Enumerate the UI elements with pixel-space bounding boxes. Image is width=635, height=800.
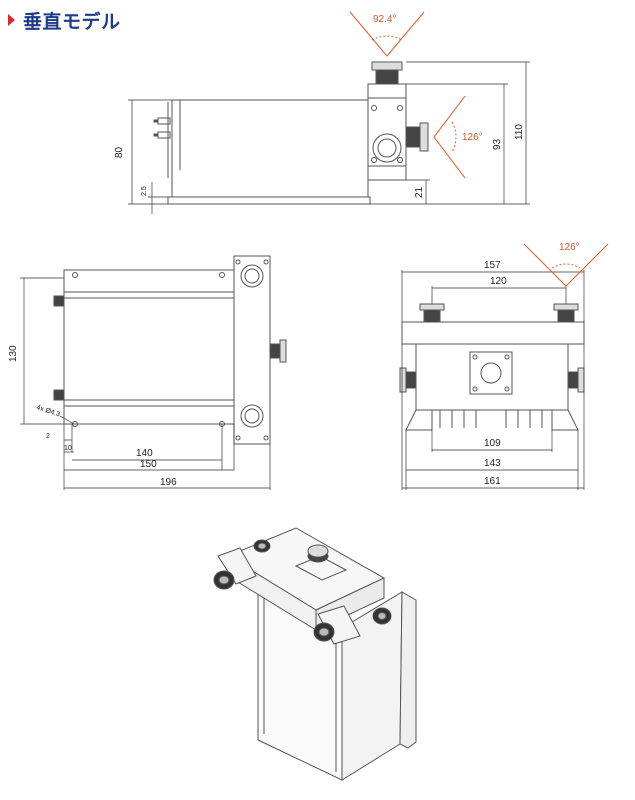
side-left-pin-1 — [153, 119, 159, 123]
plan-base-plate — [63, 269, 235, 425]
dim-143: 143 — [484, 458, 501, 469]
plan-port-top-inner — [244, 268, 260, 284]
side-enclosure — [171, 99, 369, 198]
plan-right-housing — [233, 255, 271, 445]
front-left-foot — [405, 409, 433, 431]
dim-109: 109 — [484, 438, 501, 449]
plan-mount-hole — [72, 421, 78, 427]
plan-side-connector-nut — [279, 339, 287, 363]
front-top-connector-right — [557, 309, 575, 323]
plan-left-connector-2 — [53, 389, 65, 401]
side-angle-markers — [349, 11, 466, 179]
side-screw — [397, 105, 403, 111]
plan-dimensions — [20, 277, 271, 490]
side-housing-port — [372, 133, 402, 163]
dim-80: 80 — [114, 146, 125, 158]
front-side-connector-left-nut — [399, 367, 407, 393]
front-top-plate — [401, 321, 585, 345]
front-screw — [504, 386, 510, 392]
angle-arc-side — [451, 121, 457, 153]
iso-top-connector-cap — [307, 544, 329, 558]
plan-port-bottom — [240, 404, 264, 428]
page-heading: 垂直モデル — [8, 6, 121, 34]
dim-130: 130 — [8, 345, 19, 362]
side-view — [153, 61, 429, 205]
front-screw — [472, 354, 478, 360]
dim-120: 120 — [490, 276, 507, 287]
dim-150: 150 — [140, 459, 157, 470]
angle-lines-side — [433, 95, 466, 179]
dim-161: 161 — [484, 476, 501, 487]
dim-157: 157 — [484, 260, 501, 271]
plan-enclosure — [63, 291, 235, 407]
page-title: 垂直モデル — [23, 10, 121, 33]
dim-2-5: 2.5 — [141, 186, 148, 196]
dim-110: 110 — [514, 124, 525, 140]
plan-mount-hole — [219, 272, 225, 278]
plan-screw — [235, 435, 241, 441]
plan-screw — [263, 259, 269, 265]
plan-port-bottom-inner — [244, 408, 260, 424]
front-side-connector-right-nut — [577, 367, 585, 393]
side-dimensions — [128, 61, 530, 214]
side-right-connector — [405, 126, 421, 148]
plan-screw — [263, 435, 269, 441]
plan-left-connector-1 — [53, 295, 65, 307]
plan-mount-hole — [72, 272, 78, 278]
plan-port-top — [240, 264, 264, 288]
front-view — [399, 303, 585, 431]
side-top-connector-nut — [371, 61, 403, 71]
angle-lines-top — [349, 11, 425, 57]
front-top-connector-left — [423, 309, 441, 323]
hole-label: 4x Ø4.3 — [35, 404, 61, 418]
angle-label-top: 92.4° — [373, 14, 396, 25]
front-screw — [504, 354, 510, 360]
front-angle-marker — [523, 243, 609, 287]
side-base-plate — [167, 196, 371, 205]
front-screw — [472, 386, 478, 392]
side-left-pin-2 — [153, 133, 159, 137]
side-top-connector — [375, 69, 399, 85]
front-side-connector-left — [405, 371, 417, 389]
triangle-right-icon — [8, 14, 15, 26]
side-right-connector-nut — [419, 122, 429, 152]
front-side-connector-right — [567, 371, 579, 389]
side-housing-port-inner — [377, 138, 397, 158]
front-right-foot — [551, 409, 579, 431]
dim-2: 2 — [46, 433, 50, 440]
plan-screw — [235, 259, 241, 265]
angle-label-side: 126° — [462, 132, 483, 143]
front-enclosure — [415, 343, 569, 411]
front-dimensions — [401, 270, 585, 490]
dim-196: 196 — [160, 477, 177, 488]
front-angle-label: 126° — [559, 242, 580, 253]
dim-93: 93 — [492, 138, 503, 150]
isometric-view — [213, 527, 417, 781]
front-panel-port — [480, 362, 502, 384]
front-top-connector-right-nut — [553, 303, 579, 311]
side-screw — [397, 157, 403, 163]
dim-21: 21 — [414, 186, 425, 198]
angle-arc-top — [371, 35, 403, 41]
front-panel — [469, 351, 513, 395]
iso-mount-bracket — [399, 591, 417, 749]
side-screw — [371, 157, 377, 163]
side-screw — [371, 105, 377, 111]
dim-140: 140 — [136, 448, 153, 459]
plan-side-connector — [269, 343, 281, 359]
plan-view — [53, 255, 287, 445]
front-top-connector-left-nut — [419, 303, 445, 311]
dim-10: 10 — [64, 445, 72, 452]
